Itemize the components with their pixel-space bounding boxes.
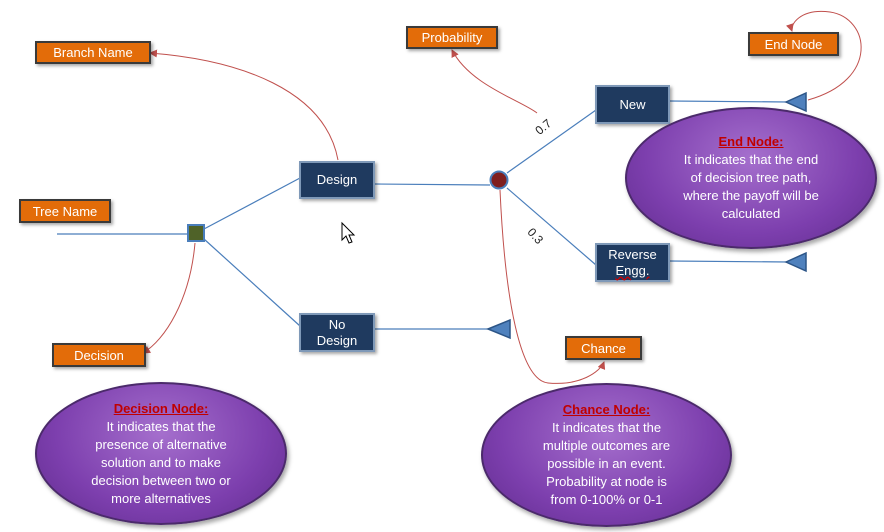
design-node-label: Design [316, 172, 358, 187]
reverse-engg-node: Reverse Engg. [595, 243, 670, 282]
chance-node-callout-line: Probability at node is [546, 474, 667, 489]
link-decision-design [203, 177, 301, 230]
end-node-callout-title: End Node: [718, 134, 784, 149]
end-node-callout-line: It indicates that the end [683, 152, 819, 167]
end-node-callout-line: calculated [721, 206, 781, 221]
reverse-line1: Reverse [608, 246, 657, 262]
arrow-to-decision [142, 242, 196, 354]
end-node-callout-line: where the payoff will be [683, 188, 819, 203]
decision-node-callout-line: more alternatives [111, 490, 211, 506]
link-reverse-end [668, 260, 789, 263]
chance-node-callout-line: multiple outcomes are [542, 438, 671, 453]
no-design-line1: No [328, 316, 346, 332]
design-node: Design [299, 161, 375, 199]
arrow-to-branch-name [149, 49, 339, 161]
decision-node-callout-line: solution and to make [101, 454, 221, 470]
tree-name-label: Tree Name [19, 199, 111, 223]
new-node: New [595, 85, 670, 124]
branch-name-label: Branch Name [35, 41, 151, 64]
end-node-triangle-nodesign [486, 318, 511, 340]
reverse-line2: Engg. [615, 262, 650, 278]
no-design-node: No Design [299, 313, 375, 352]
end-node-callout-line: of decision tree path, [690, 170, 812, 185]
link-decision-nodesign [203, 238, 301, 327]
chance-label: Chance [565, 336, 642, 360]
chance-node-callout-line: It indicates that the [551, 420, 662, 435]
end-node-triangle-new [784, 91, 807, 113]
arrow-to-chance [499, 189, 606, 384]
mouse-cursor-icon [341, 221, 356, 244]
end-node-label: End Node [748, 32, 839, 56]
decision-node-callout-line: decision between two or [91, 472, 231, 488]
arrow-to-probability [451, 49, 538, 114]
chance-node-circle [489, 170, 509, 190]
chance-node-callout-title: Chance Node: [562, 402, 651, 417]
link-new-end [668, 100, 789, 103]
new-node-label: New [619, 96, 646, 112]
link-chance-new [506, 109, 597, 174]
chance-node-callout-line: from 0-100% or 0-1 [550, 492, 663, 507]
decision-node-square [187, 224, 205, 242]
chance-node-callout: Chance Node: It indicates that the multi… [481, 383, 732, 527]
link-chance-reverse [506, 187, 597, 266]
chance-node-callout-line: possible in an event. [547, 456, 666, 471]
decision-node-callout-line: presence of alternative [95, 436, 227, 452]
arrow-to-end-node [786, 10, 862, 101]
no-design-line2: Design [316, 332, 358, 348]
decision-label: Decision [52, 343, 146, 367]
end-node-callout: End Node: It indicates that the end of d… [625, 107, 877, 249]
decision-node-callout-line: It indicates that the [106, 418, 216, 434]
link-design-chance [373, 183, 491, 186]
end-node-triangle-reverse [784, 251, 807, 273]
decision-node-callout-title: Decision Node: [113, 400, 209, 416]
probability-label: Probability [406, 26, 498, 49]
decision-node-callout: Decision Node: It indicates that the pre… [35, 382, 287, 525]
